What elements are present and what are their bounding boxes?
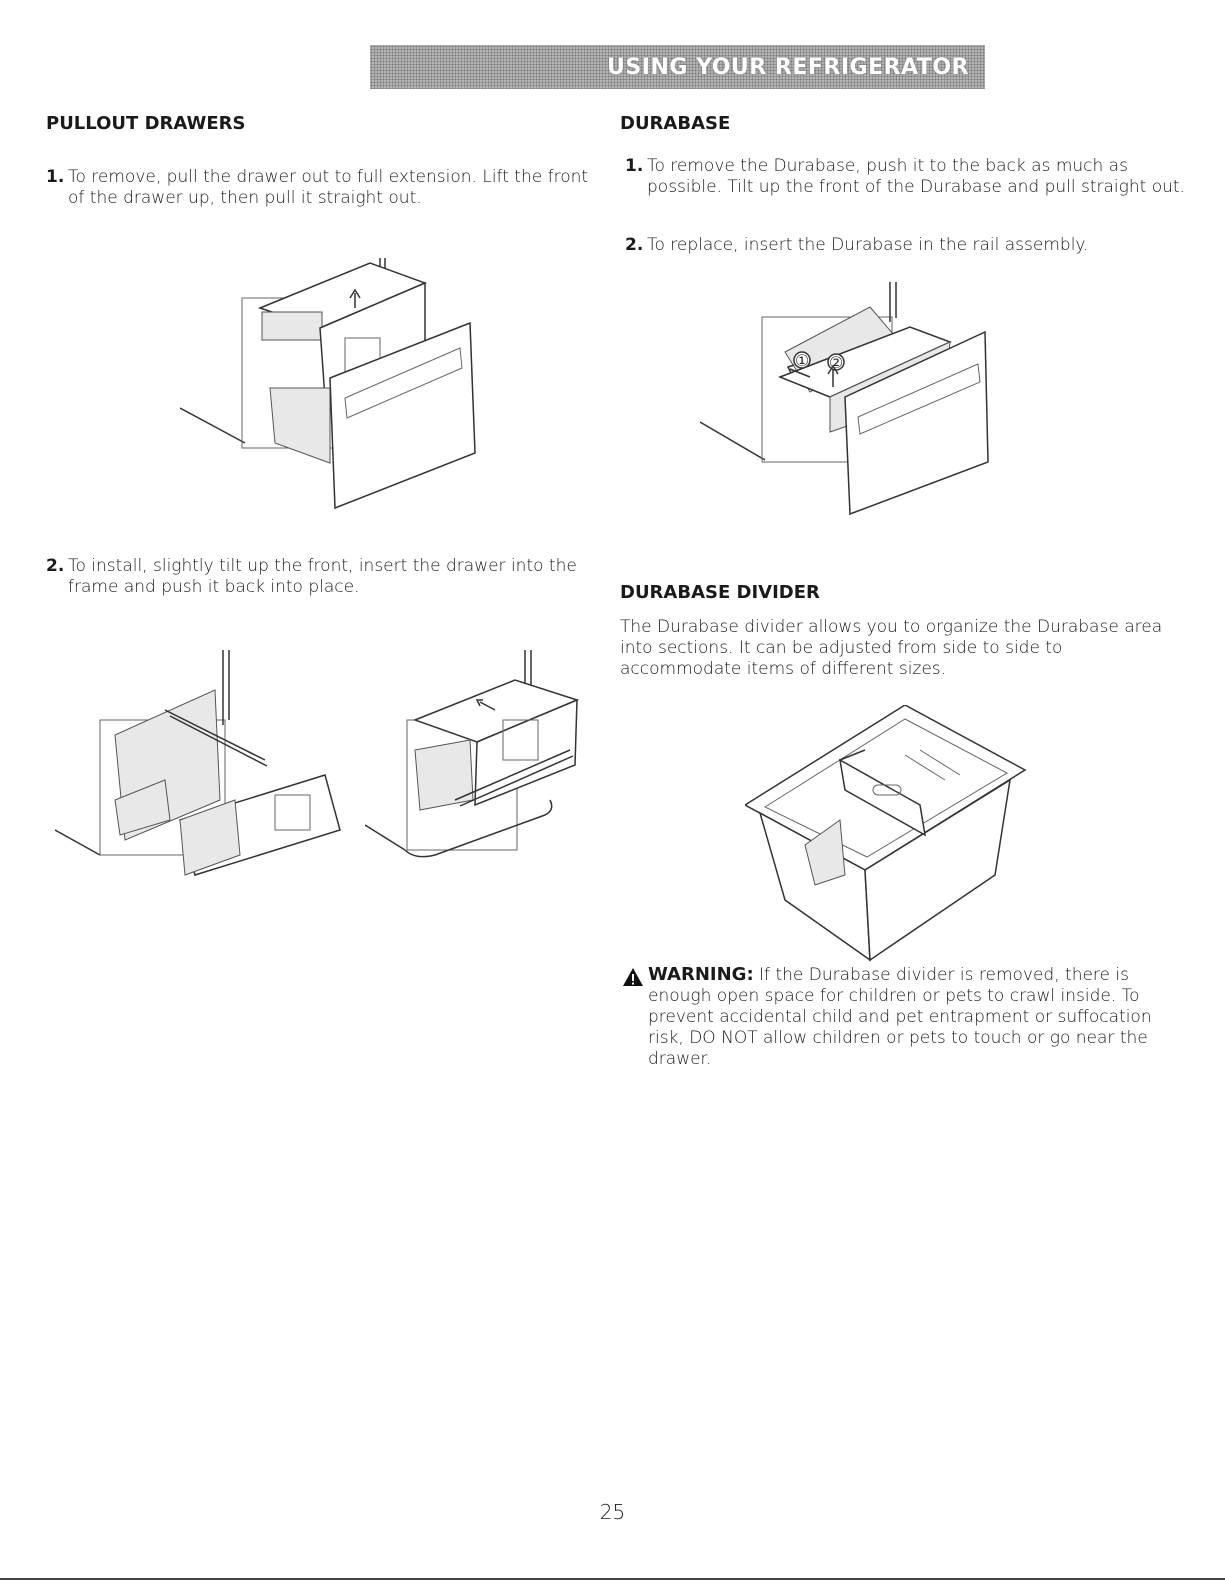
pullout-step-1-number: 1.	[46, 167, 65, 187]
durabase-step-2-text: To replace, insert the Durabase in the r…	[647, 235, 1089, 255]
warning-block: WARNING: If the Durabase divider is remo…	[620, 964, 1180, 1070]
durabase-step-1-number: 1.	[625, 156, 644, 176]
warning-text: If the Durabase divider is removed, ther…	[648, 965, 1152, 1069]
pullout-step-1-text: To remove, pull the drawer out to full e…	[68, 167, 589, 208]
page-number: 25	[599, 1500, 626, 1524]
drawer-removal-illustration	[180, 228, 490, 518]
durabase-divider-title: DURABASE DIVIDER	[620, 582, 820, 603]
durabase-step-2: 2.To replace, insert the Durabase in the…	[625, 235, 1202, 256]
pullout-step-1: 1.To remove, pull the drawer out to full…	[46, 167, 608, 209]
drawer-install-illustration-1	[55, 650, 355, 885]
durabase-removal-illustration: ① ②	[700, 282, 1000, 517]
bottom-rule	[0, 1578, 1225, 1580]
durabase-step-2-number: 2.	[625, 235, 644, 255]
pullout-step-2: 2.To install, slightly tilt up the front…	[46, 556, 608, 598]
pullout-step-2-number: 2.	[46, 556, 65, 576]
durabase-divider-illustration	[745, 705, 1030, 967]
durabase-divider-text: The Durabase divider allows you to organ…	[620, 617, 1163, 679]
pullout-drawers-title: PULLOUT DRAWERS	[46, 113, 246, 134]
drawer-install-illustration-2	[365, 650, 585, 880]
warning-label: WARNING:	[648, 964, 754, 985]
warning-triangle-icon	[622, 967, 644, 993]
durabase-step-1-text: To remove the Durabase, push it to the b…	[647, 156, 1185, 197]
header-title: USING YOUR REFRIGERATOR	[607, 54, 969, 80]
durabase-step-1: 1.To remove the Durabase, push it to the…	[625, 156, 1202, 198]
header-bar: USING YOUR REFRIGERATOR	[370, 45, 985, 89]
durabase-title: DURABASE	[620, 113, 731, 134]
pullout-step-2-text: To install, slightly tilt up the front, …	[68, 556, 577, 597]
callout-1: ①	[795, 351, 809, 370]
